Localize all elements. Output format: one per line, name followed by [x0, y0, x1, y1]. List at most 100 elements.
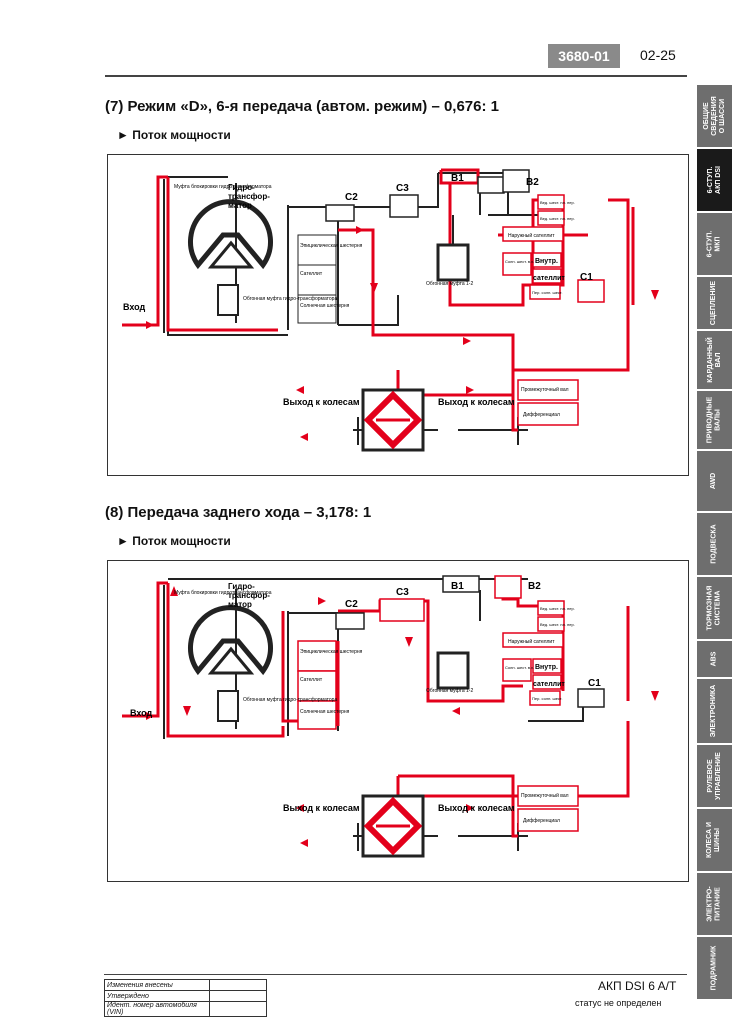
tab-label: 6-СТУП. АКП DSI — [706, 166, 722, 194]
torque-converter-shape — [188, 199, 273, 270]
tab-electronics[interactable]: ЭЛЕКТРОНИКА — [697, 679, 732, 743]
label-c1-2: C1 — [588, 678, 601, 689]
diagram-svg-reverse: Муфта блокировки гидротрансформатора Гид… — [122, 575, 659, 858]
label-c1: C1 — [580, 272, 593, 283]
differential-symbol-2 — [361, 794, 425, 858]
differential-symbol — [361, 388, 425, 452]
tab-label: ПОДРАМНИК — [710, 945, 718, 991]
tab-suspension[interactable]: ПОДВЕСКА — [697, 513, 732, 575]
label-b1-2: B1 — [451, 581, 464, 592]
row-changes: Изменения внесены — [104, 979, 210, 991]
power-flow-subtitle: ► Поток мощности — [117, 128, 231, 142]
tab-steering[interactable]: РУЛЕВОЕ УПРАВЛЕНИЕ — [697, 745, 732, 807]
tab-power-supply[interactable]: ЭЛЕКТРО- ПИТАНИЕ — [697, 873, 732, 935]
label-lockup-clutch: Муфта блокировки гидротрансформатора — [174, 184, 272, 190]
label-output-right-2: Выход к колесам — [438, 803, 515, 813]
power-flow-subtitle-2: ► Поток мощности — [117, 534, 231, 548]
label-sun-gear: Солнечная шестерня — [300, 303, 350, 309]
tab-label: ЭЛЕКТРО- ПИТАНИЕ — [706, 886, 722, 922]
power-flow-diagram-reverse: Муфта блокировки гидротрансформатора Гид… — [107, 560, 689, 882]
label-differential-2: Дифференциал — [523, 818, 560, 824]
label-input: Вход — [123, 302, 146, 312]
label-torque-converter-1: Гидро- — [228, 183, 255, 192]
label-torque-converter-2b: трансфор- — [228, 591, 270, 600]
cell-empty — [209, 1001, 267, 1017]
tab-chassis-general[interactable]: ОБЩИЕ СВЕДЕНИЯ О ШАССИ — [697, 85, 732, 147]
label-freewheel-clutch: Обгонная муфта гидро-трансформатора — [243, 296, 337, 302]
label-driven-sun-1: Вед. шест. пл. пер. — [540, 200, 575, 205]
tab-label: AWD — [710, 472, 718, 490]
tab-label: ABS — [710, 651, 718, 667]
label-c3: C3 — [396, 183, 409, 194]
tab-label: РУЛЕВОЕ УПРАВЛЕНИЕ — [706, 752, 722, 800]
diagram-svg-6th: Муфта блокировки гидротрансформатора Гид… — [122, 168, 659, 452]
label-driven-sun-2b: Вед. шест. пл. пер. — [540, 622, 575, 627]
power-flow-diagram-6th: Муфта блокировки гидротрансформатора Гид… — [107, 154, 689, 476]
tab-label: ТОРМОЗНАЯ СИСТЕМА — [706, 585, 722, 631]
label-outer-satellite: Наружный сателлит — [508, 232, 555, 239]
subtitle-text-2: Поток мощности — [132, 534, 231, 548]
label-sun-gear-input: Солн. шест. в.х. — [505, 259, 534, 264]
tab-label: 6-СТУП. МКП — [706, 230, 722, 258]
tab-awd[interactable]: AWD — [697, 451, 732, 511]
tab-subframe[interactable]: ПОДРАМНИК — [697, 937, 732, 999]
page-number: 02-25 — [640, 47, 676, 63]
label-outer-satellite-2: Наружный сателлит — [508, 638, 555, 645]
tab-label: ОБЩИЕ СВЕДЕНИЯ О ШАССИ — [702, 96, 726, 136]
label-front-sun-2: Пер. солн. шест. — [532, 696, 562, 701]
label-input-2: Вход — [130, 708, 153, 718]
label-torque-converter-3: матор — [228, 201, 252, 210]
label-epicyclic-gear: Эпициклическая шестерня — [300, 243, 363, 249]
label-sun-gear-2: Солнечная шестерня — [300, 709, 350, 715]
label-torque-converter-1b: Гидро- — [228, 582, 255, 591]
label-inner-2: Внутр. — [535, 664, 558, 671]
label-c2: C2 — [345, 192, 358, 203]
label-b2-2: B2 — [528, 581, 541, 592]
label-satellite-b-2: сателлит — [533, 681, 565, 688]
label-intermediate-shaft-2: Промежуточный вал — [521, 792, 569, 799]
tab-6speed-mt[interactable]: 6-СТУП. МКП — [697, 213, 732, 275]
document-code: 3680-01 — [548, 44, 620, 68]
tab-wheels-tyres[interactable]: КОЛЕСА И ШИНЫ — [697, 809, 732, 871]
tab-cardan-shaft[interactable]: КАРДАННЫЙ ВАЛ — [697, 331, 732, 389]
label-front-sun: Пер. солн. шест. — [532, 290, 562, 295]
tab-drive-shafts[interactable]: ПРИВОДНЫЕ ВАЛЫ — [697, 391, 732, 449]
tab-label: ПРИВОДНЫЕ ВАЛЫ — [706, 396, 722, 444]
tab-6speed-at-dsi[interactable]: 6-СТУП. АКП DSI — [697, 149, 732, 211]
label-c2-2: C2 — [345, 599, 358, 610]
cell-empty — [209, 979, 267, 991]
label-intermediate-shaft: Промежуточный вал — [521, 386, 569, 393]
label-satellite-b: сателлит — [533, 275, 565, 282]
footer-status: статус не определен — [575, 998, 662, 1008]
section-title-6th-gear: (7) Режим «D», 6-я передача (автом. режи… — [105, 98, 499, 115]
section-title-reverse: (8) Передача заднего хода – 3,178: 1 — [105, 504, 372, 521]
label-differential: Дифференциал — [523, 412, 560, 418]
label-b1: B1 — [451, 173, 464, 184]
cell-empty — [209, 990, 267, 1002]
torque-converter-shape-2 — [188, 605, 273, 676]
label-satellite: Сателлит — [300, 271, 323, 277]
tab-label: СЦЕПЛЕНИЕ — [710, 280, 718, 326]
footer-title: АКП DSI 6 A/T — [598, 979, 677, 993]
label-b2: B2 — [526, 177, 539, 188]
tab-label: ПОДВЕСКА — [710, 524, 718, 564]
label-driven-sun-2: Вед. шест. пл. пер. — [540, 216, 575, 221]
header-rule — [105, 75, 687, 77]
label-c3-2: C3 — [396, 587, 409, 598]
tab-brake-system[interactable]: ТОРМОЗНАЯ СИСТЕМА — [697, 577, 732, 639]
tab-label: КОЛЕСА И ШИНЫ — [706, 821, 722, 859]
footer-rule — [104, 974, 687, 975]
tab-abs[interactable]: ABS — [697, 641, 732, 677]
label-torque-converter-2: трансфор- — [228, 192, 270, 201]
tab-label: КАРДАННЫЙ ВАЛ — [706, 337, 722, 383]
label-inner: Внутр. — [535, 258, 558, 265]
label-lockup-clutch-2: Муфта блокировки гидротрансформатора — [174, 590, 272, 596]
label-freewheel-1-2: Обгонная муфта 1-2 — [426, 281, 473, 287]
subtitle-text: Поток мощности — [132, 128, 231, 142]
label-output-left-2: Выход к колесам — [283, 803, 360, 813]
label-satellite-2: Сателлит — [300, 677, 323, 683]
tab-clutch[interactable]: СЦЕПЛЕНИЕ — [697, 277, 732, 329]
label-torque-converter-3b: матор — [228, 600, 252, 609]
power-flow-arrows — [146, 226, 659, 441]
label-output-right: Выход к колесам — [438, 397, 515, 407]
